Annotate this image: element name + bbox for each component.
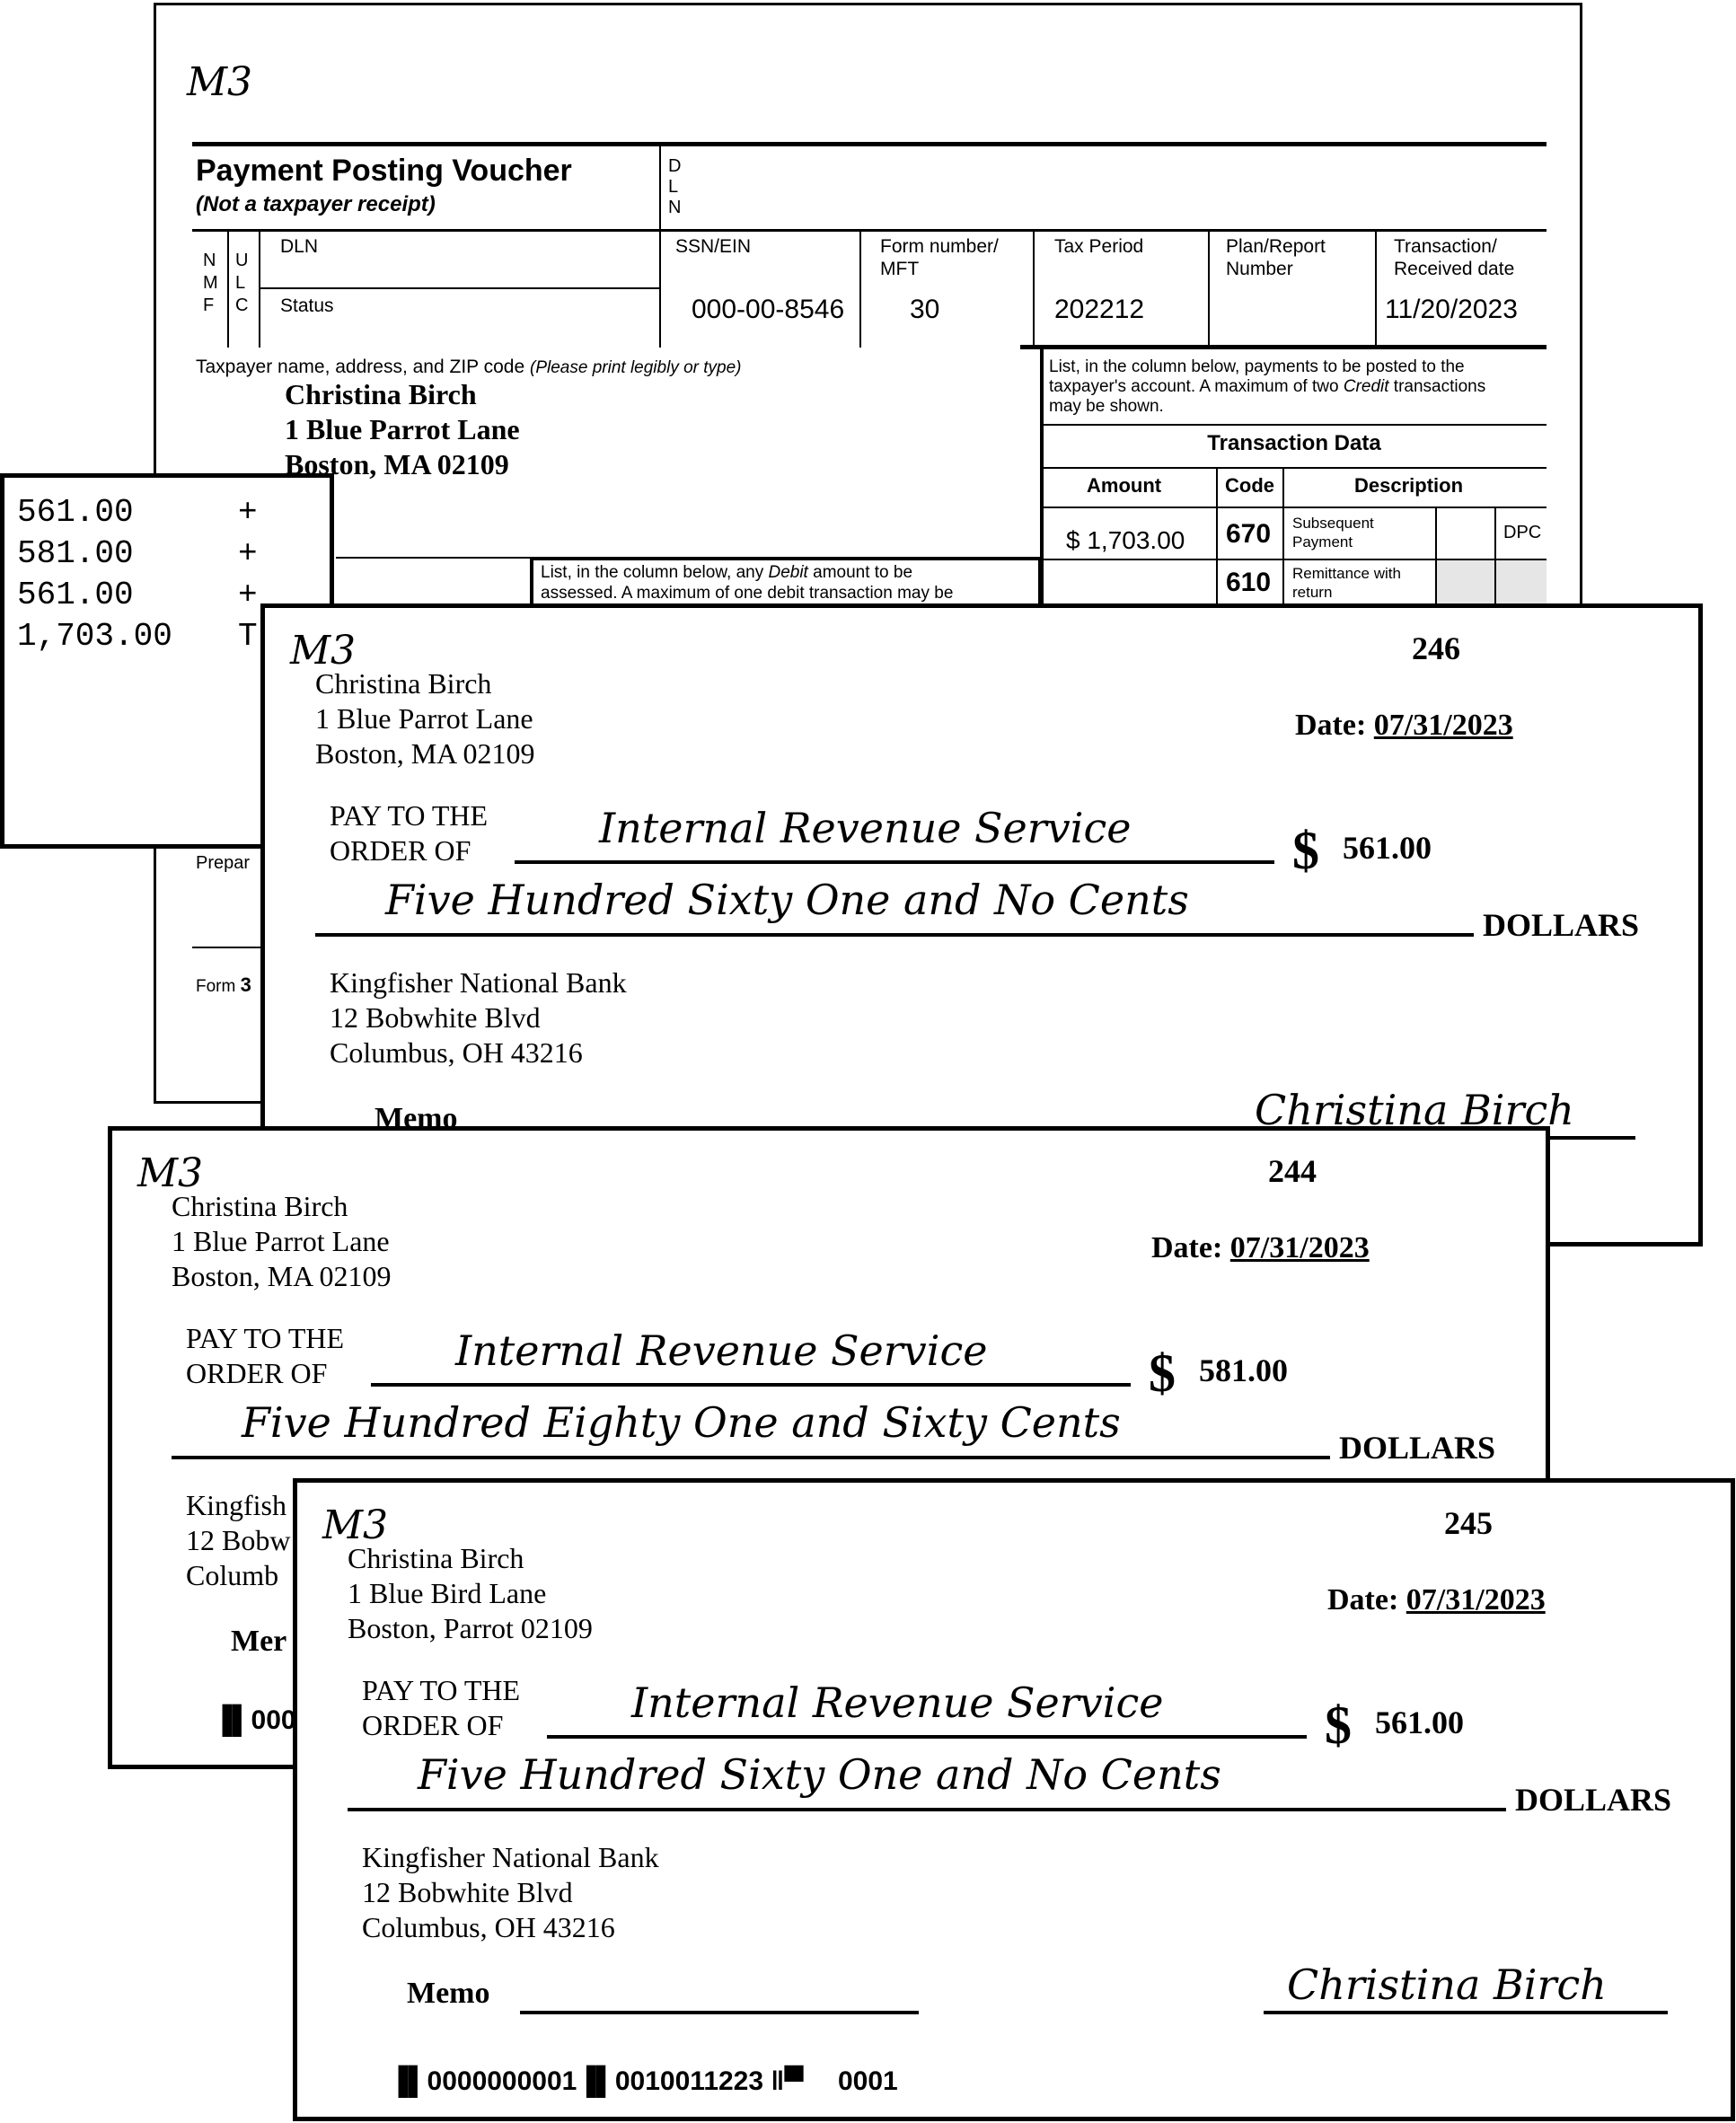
memo-label-partial: Mer <box>231 1625 287 1658</box>
transaction-data-heading: Transaction Data <box>1207 431 1381 455</box>
check-date: Date: 07/31/2023 <box>1151 1231 1370 1264</box>
payee-name: Internal Revenue Service <box>455 1326 988 1375</box>
dollar-sign: $ <box>1292 821 1319 880</box>
micr-check-number: 0001 <box>838 2066 898 2096</box>
check-mark: M3 <box>137 1150 204 1196</box>
credit-instructions: List, in the column below, payments to b… <box>1049 357 1486 416</box>
dollar-sign: $ <box>1325 1696 1352 1755</box>
payee-name: Internal Revenue Service <box>599 804 1132 852</box>
row2-description: Remittance with return <box>1292 565 1401 601</box>
check-date: Date: 07/31/2023 <box>1295 709 1513 742</box>
row1-amount: $ 1,703.00 <box>1066 526 1185 554</box>
check-mark: M3 <box>322 1502 389 1548</box>
dln-vertical-label: D L N <box>668 156 682 217</box>
dollars-label: DOLLARS <box>1515 1782 1672 1818</box>
form-number-label: Form number/ MFT <box>880 236 999 279</box>
debit-instructions: List, in the column below, any Debit amo… <box>541 563 954 603</box>
check-number: 246 <box>1412 630 1460 666</box>
row2-code: 610 <box>1226 568 1272 597</box>
amount-in-words: Five Hundred Sixty One and No Cents <box>385 876 1189 924</box>
check-amount: 561.00 <box>1375 1705 1464 1740</box>
dollars-label: DOLLARS <box>1483 907 1640 943</box>
tape-row: 561.00+ <box>17 494 258 531</box>
check-date: Date: 07/31/2023 <box>1327 1583 1546 1616</box>
memo-label: Memo <box>407 1977 490 2010</box>
tax-period-value: 202212 <box>1054 295 1145 324</box>
amount-in-words: Five Hundred Eighty One and Sixty Cents <box>242 1398 1121 1447</box>
col-description: Description <box>1354 474 1464 497</box>
row1-dpc: DPC <box>1503 523 1542 542</box>
tax-period-label: Tax Period <box>1054 236 1144 257</box>
transaction-date-label: Transaction/ Received date <box>1394 236 1515 279</box>
voucher-mark: M3 <box>187 59 253 105</box>
row1-description: Subsequent Payment <box>1292 515 1374 551</box>
preparer-label-partial: Prepar <box>196 853 251 873</box>
taxpayer-name-address: Christina Birch 1 Blue Parrot Lane Bosto… <box>285 378 520 480</box>
signature: Christina Birch <box>1287 1960 1607 2009</box>
status-label: Status <box>280 295 334 316</box>
check-amount: 561.00 <box>1343 830 1432 866</box>
check-number: 245 <box>1444 1505 1493 1541</box>
amount-in-words: Five Hundred Sixty One and No Cents <box>418 1750 1221 1799</box>
check-amount: 581.00 <box>1199 1352 1288 1388</box>
ssn-label: SSN/EIN <box>675 236 752 257</box>
row1-code: 670 <box>1226 519 1272 549</box>
ssn-value: 000-00-8546 <box>692 295 845 324</box>
tape-row: 581.00+ <box>17 535 258 572</box>
micr-line: ▐▌0000000001▐▌0010011223 ‖▀ <box>389 2066 804 2096</box>
check-number: 244 <box>1268 1153 1317 1189</box>
voucher-subtitle: (Not a taxpayer receipt) <box>196 192 436 216</box>
plan-report-label: Plan/Report Number <box>1226 236 1326 279</box>
dln-label: DLN <box>280 236 319 257</box>
col-code: Code <box>1225 474 1274 497</box>
voucher-title: Payment Posting Voucher <box>196 154 572 188</box>
check-mark: M3 <box>290 628 357 674</box>
nmf-label: N M F <box>203 251 218 315</box>
tape-row: 561.00+ <box>17 577 258 613</box>
ulc-label: U L C <box>235 251 249 315</box>
form-number-value: 30 <box>910 295 940 324</box>
col-amount: Amount <box>1087 474 1162 497</box>
form-number-partial: Form 3 <box>196 973 251 996</box>
payee-name: Internal Revenue Service <box>631 1678 1164 1727</box>
dollar-sign: $ <box>1149 1343 1176 1403</box>
transaction-date-value: 11/20/2023 <box>1385 295 1518 324</box>
dollars-label: DOLLARS <box>1339 1430 1496 1466</box>
taxpayer-label: Taxpayer name, address, and ZIP code (Pl… <box>196 357 742 377</box>
